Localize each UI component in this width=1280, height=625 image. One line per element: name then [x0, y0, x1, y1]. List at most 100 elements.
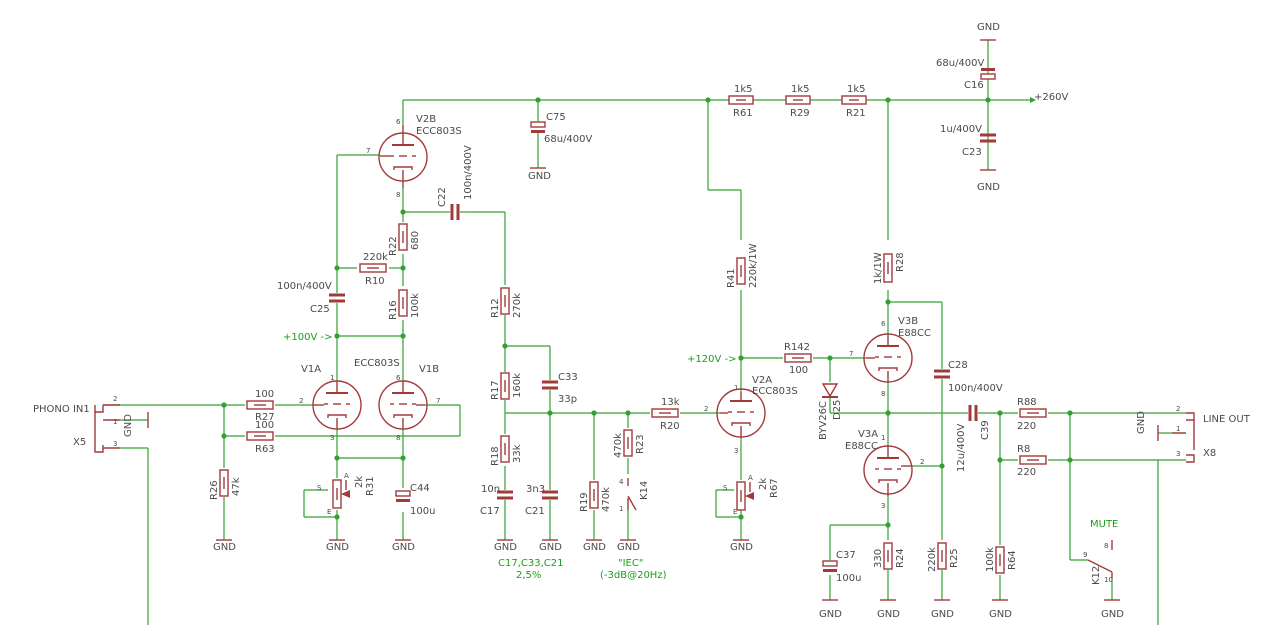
pin-number: 1 [619, 505, 623, 513]
resistor-r21 [841, 95, 867, 105]
connector-x5 [94, 404, 120, 453]
gnd-label: GND [730, 542, 753, 553]
resistor-r18 [500, 435, 510, 463]
r29-value: 1k5 [791, 84, 810, 95]
c17-ref: C17 [480, 506, 500, 517]
c75-ref: C75 [546, 112, 566, 123]
c16-value: 68u/400V [936, 58, 985, 69]
v3b-name: V3B [898, 316, 918, 327]
r12-value: 270k [512, 293, 523, 318]
k14-ref: K14 [639, 481, 650, 500]
resistor-r19 [589, 481, 599, 509]
v1a-name: V1A [301, 364, 321, 375]
capacitor-c33 [542, 378, 558, 396]
r17-ref: R17 [490, 380, 501, 400]
c33-ref: C33 [558, 372, 578, 383]
v3a-type: E88CC [845, 441, 878, 452]
r17-value: 160k [512, 373, 523, 398]
resistor-r29 [785, 95, 811, 105]
net-label-100v: +100V -> [283, 332, 332, 343]
resistor-r22 [398, 223, 408, 251]
junctions [221, 97, 1073, 528]
pin-number: 8 [396, 191, 400, 199]
pin-number: 1 [881, 434, 885, 442]
gnd-label: GND [583, 542, 606, 553]
r63-ref: R63 [255, 444, 275, 455]
r19-value: 470k [601, 487, 612, 512]
r23-ref: R23 [635, 434, 646, 454]
tube-v2b [378, 125, 428, 188]
r20-ref: R20 [660, 421, 680, 432]
resistor-r88 [1019, 408, 1047, 418]
c44-value: 100u [410, 506, 435, 517]
pin-number: 3 [1176, 450, 1180, 458]
resistor-r20 [651, 408, 679, 418]
capacitor-c22 [437, 204, 472, 220]
r28-ref: R28 [895, 252, 906, 272]
gnd-label: GND [931, 609, 954, 620]
r22-ref: R22 [388, 236, 399, 256]
r31-value: 2k [354, 476, 365, 488]
r22-value: 680 [410, 231, 421, 250]
iec-note: "IEC" [618, 558, 643, 569]
pin-number: 8 [396, 434, 400, 442]
r31-ref: R31 [365, 476, 376, 496]
gnd-label: GND [392, 542, 415, 553]
net-arrow-260v [1030, 97, 1036, 103]
capacitor-c75 [530, 112, 546, 150]
pin-number: 2 [113, 395, 117, 403]
pin-number: 9 [1083, 551, 1087, 559]
r88-value: 220 [1017, 421, 1036, 432]
c37-ref: C37 [836, 550, 856, 561]
connector-x8 [1172, 412, 1195, 463]
pin-number: 2 [920, 458, 924, 466]
pin-number: 8 [881, 390, 885, 398]
r24-value: 330 [873, 549, 884, 568]
gnd-label: GND [1136, 411, 1147, 434]
gnd-label: GND [213, 542, 236, 553]
pin-number: 2 [704, 405, 708, 413]
phono-in-label: PHONO IN1 [33, 404, 90, 415]
r21-ref: R21 [846, 108, 866, 119]
pin-number: S [317, 484, 322, 492]
r64-value: 100k [985, 547, 996, 572]
diode-d25 [821, 383, 839, 398]
r25-value: 220k [927, 547, 938, 572]
tube-v3a [863, 445, 913, 496]
pin-number: 3 [734, 447, 738, 455]
resistor-r142 [784, 353, 812, 363]
r18-value: 33k [512, 444, 523, 463]
d25-ref: D25 [832, 400, 843, 420]
r27-value: 100 [255, 389, 274, 400]
v2a-type: ECC803S [752, 386, 798, 397]
r10-ref: R10 [365, 276, 385, 287]
net-label-120v: +120V -> [687, 354, 736, 365]
c17-value: 10n [481, 484, 500, 495]
r61-value: 1k5 [734, 84, 753, 95]
c22-value: 100n/400V [463, 145, 474, 200]
r16-ref: R16 [388, 300, 399, 320]
r18-ref: R18 [490, 446, 501, 466]
gnd-label: GND [528, 171, 551, 182]
r67-value: 2k [758, 478, 769, 490]
v2a-name: V2A [752, 375, 772, 386]
tube-v1a [312, 380, 362, 430]
v3b-type: E88CC [898, 328, 931, 339]
resistor-r61 [728, 95, 754, 105]
pin-number: 2 [299, 397, 303, 405]
switch-k12 [1087, 540, 1113, 578]
r26-ref: R26 [209, 480, 220, 500]
c37-value: 100u [836, 573, 861, 584]
c39-value: 12u/400V [956, 423, 967, 472]
r25-ref: R25 [949, 548, 960, 568]
gnd-label: GND [326, 542, 349, 553]
resistor-r24 [883, 542, 893, 570]
capacitor-c28 [934, 368, 950, 382]
trimmer-r67 [736, 481, 754, 511]
x5-label: X5 [73, 437, 86, 448]
c28-value: 100n/400V [948, 383, 1003, 394]
r88-ref: R88 [1017, 397, 1037, 408]
ground-symbols [147, 39, 1159, 601]
c21-ref: C21 [525, 506, 545, 517]
